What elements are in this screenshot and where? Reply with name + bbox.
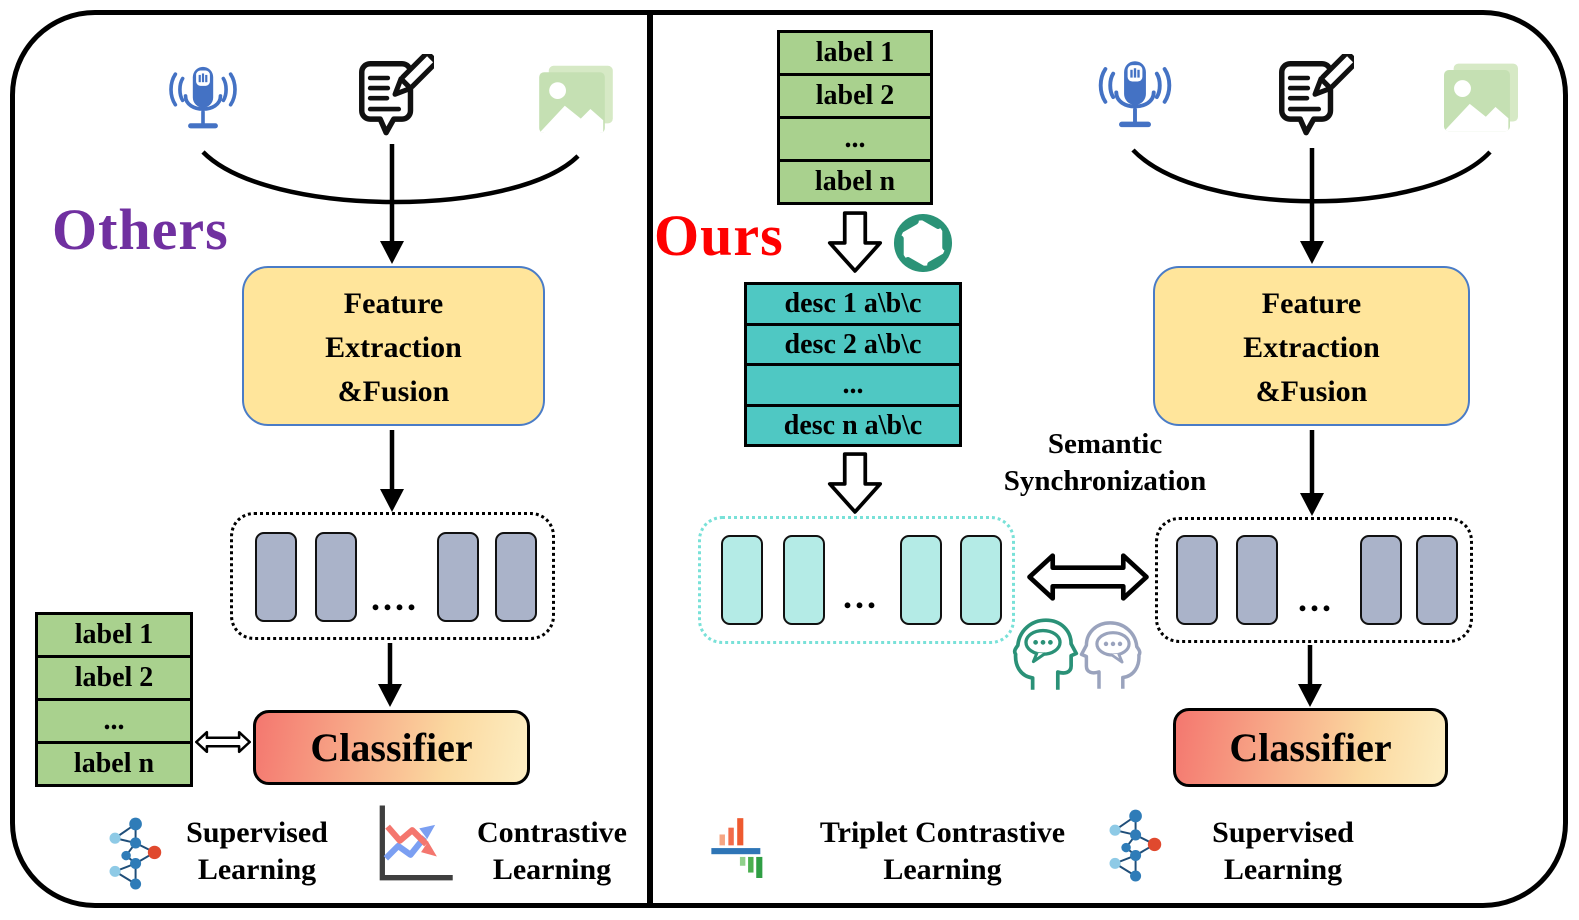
text-embedding-box: ... bbox=[698, 516, 1015, 644]
head-speech-green-icon bbox=[1012, 618, 1079, 690]
microphone-icon bbox=[169, 66, 237, 129]
double-arrow-icon bbox=[195, 730, 251, 754]
vector-ellipsis: .... bbox=[371, 578, 419, 618]
ours-title: Ours bbox=[654, 203, 784, 268]
head-speech-gray-icon bbox=[1079, 621, 1142, 689]
label-row: label 2 bbox=[780, 73, 930, 116]
label-row: ... bbox=[38, 698, 190, 741]
text-embedding-vector bbox=[783, 535, 825, 625]
panel-divider bbox=[647, 12, 653, 903]
text-embedding-vector bbox=[900, 535, 942, 625]
legend-contrastive-left: Contrastive Learning bbox=[477, 816, 627, 886]
classifier-box-right: Classifier bbox=[1173, 708, 1448, 787]
feature-extraction-box-right: Feature Extraction &Fusion bbox=[1153, 266, 1470, 426]
desc-stack: desc 1 a\b\c desc 2 a\b\c ... desc n a\b… bbox=[744, 282, 962, 447]
feature-vector bbox=[1416, 535, 1458, 625]
feature-vector bbox=[1236, 535, 1278, 625]
feature-vectors-box-right: ... bbox=[1155, 517, 1473, 643]
classifier-box-left: Classifier bbox=[253, 710, 530, 785]
feature-vector bbox=[495, 532, 537, 622]
label-row: label 2 bbox=[38, 655, 190, 698]
feature-vector bbox=[1176, 535, 1218, 625]
triplet-bars-icon bbox=[711, 818, 763, 878]
label-row: label 1 bbox=[38, 615, 190, 655]
text-note-icon bbox=[1279, 54, 1354, 136]
legend-triplet-contrastive: Triplet Contrastive Learning bbox=[819, 816, 1066, 886]
feature-vector bbox=[315, 532, 357, 622]
label-row: label n bbox=[38, 741, 190, 784]
desc-row: desc 1 a\b\c bbox=[747, 285, 959, 323]
microphone-icon bbox=[1098, 61, 1172, 128]
feature-vector bbox=[255, 532, 297, 622]
others-title: Others bbox=[52, 197, 229, 262]
label-row: label 1 bbox=[780, 33, 930, 73]
label-stack-middle: label 1 label 2 ... label n bbox=[777, 30, 933, 205]
label-stack-left: label 1 label 2 ... label n bbox=[35, 612, 193, 787]
desc-row: ... bbox=[747, 363, 959, 404]
text-note-icon bbox=[359, 54, 434, 136]
double-arrow-icon bbox=[1027, 553, 1149, 601]
vector-ellipsis: ... bbox=[843, 576, 879, 616]
gpt-logo-icon bbox=[894, 213, 952, 273]
feature-vectors-box-left: .... bbox=[230, 512, 555, 640]
hollow-down-arrow-icon bbox=[827, 211, 883, 273]
label-row: ... bbox=[780, 116, 930, 159]
arrow-heads bbox=[378, 241, 1324, 707]
feature-vector bbox=[437, 532, 479, 622]
outer-frame bbox=[10, 10, 1568, 908]
feature-extraction-box-left: Feature Extraction &Fusion bbox=[242, 266, 545, 426]
desc-row: desc n a\b\c bbox=[747, 403, 959, 444]
desc-row: desc 2 a\b\c bbox=[747, 322, 959, 363]
legend-supervised-left: Supervised Learning bbox=[186, 816, 328, 886]
vector-ellipsis: ... bbox=[1298, 579, 1334, 619]
neural-network-icon bbox=[109, 817, 162, 890]
text-embedding-vector bbox=[960, 535, 1002, 625]
neural-network-icon bbox=[1109, 809, 1162, 882]
contrastive-chart-icon bbox=[379, 805, 453, 881]
feature-vector bbox=[1360, 535, 1402, 625]
image-icon bbox=[1444, 63, 1518, 132]
image-icon bbox=[539, 65, 613, 133]
text-embedding-vector bbox=[721, 535, 763, 625]
legend-supervised-right: Supervised Learning bbox=[1212, 816, 1354, 886]
label-row: label n bbox=[780, 159, 930, 202]
hollow-down-arrow-icon bbox=[827, 452, 883, 514]
semantic-sync-label: Semantic Synchronization bbox=[1003, 428, 1207, 497]
